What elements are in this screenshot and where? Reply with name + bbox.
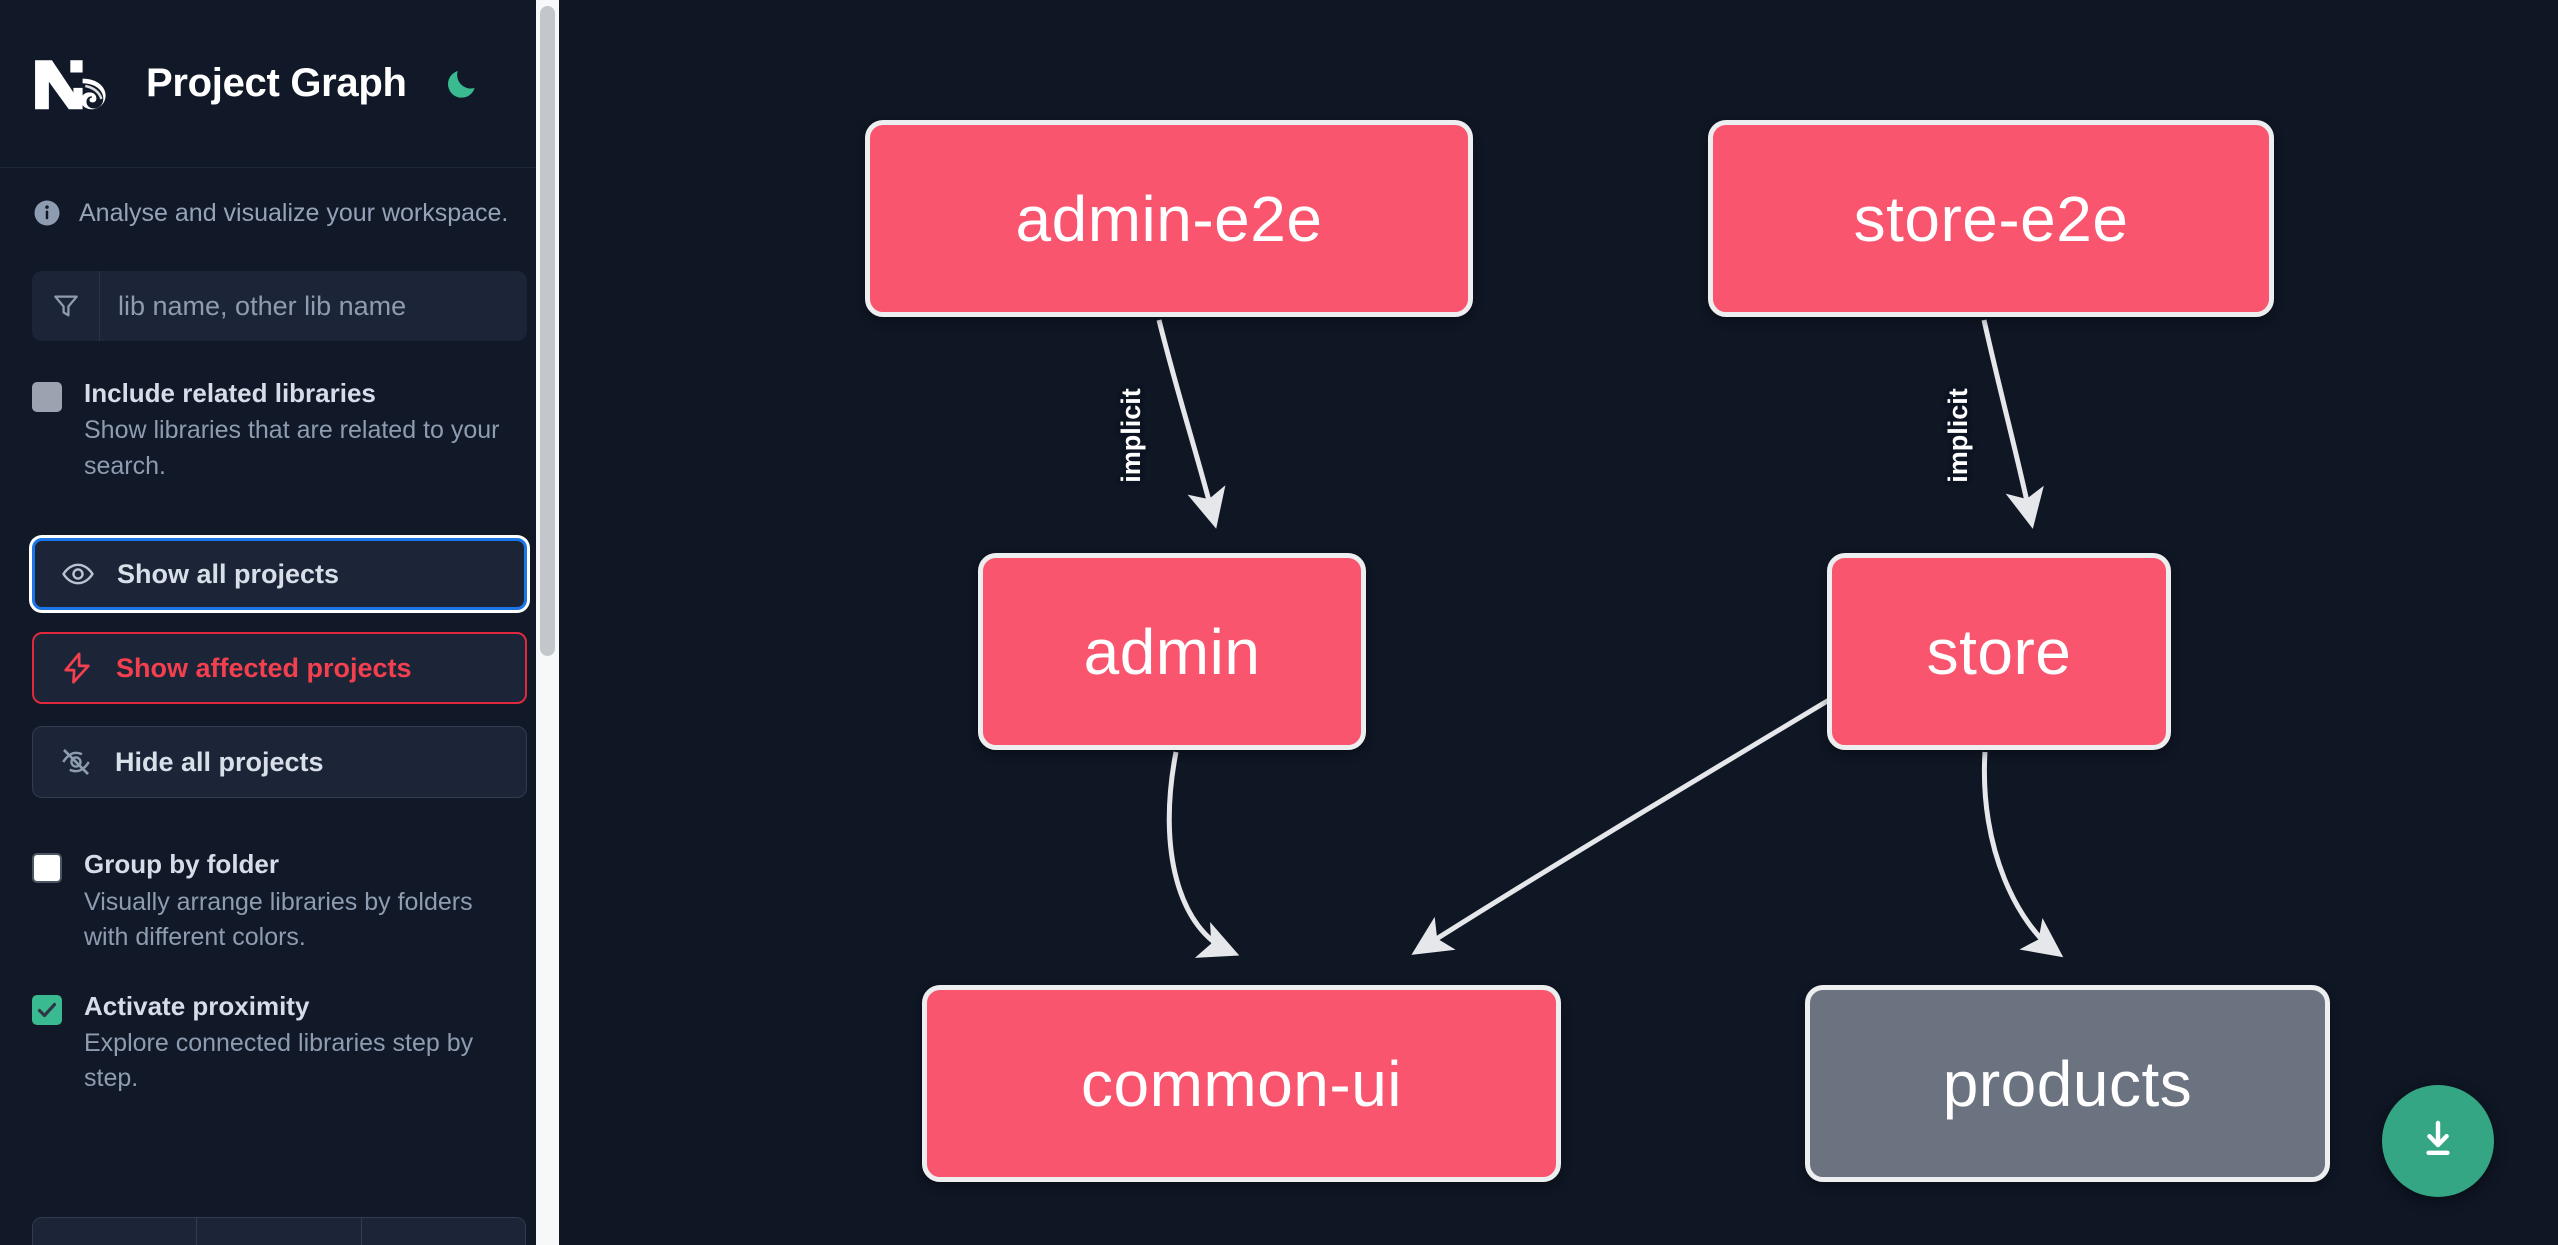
graph-node-admin-e2e[interactable]: admin-e2e <box>865 120 1473 317</box>
checkbox-group-by-folder[interactable] <box>32 853 62 884</box>
option-title: Group by folder <box>84 849 279 880</box>
filter-icon <box>32 271 100 341</box>
node-label: products <box>1942 1047 2193 1120</box>
button-label: Hide all projects <box>115 746 324 777</box>
button-label: Show all projects <box>117 558 340 589</box>
option-description: Show libraries that are related to your … <box>84 416 500 480</box>
project-action-buttons: Show all projects Show affected projects <box>32 538 527 799</box>
download-icon <box>2414 1116 2462 1167</box>
download-button[interactable] <box>2382 1085 2494 1197</box>
search-input[interactable] <box>100 271 527 341</box>
graph-canvas[interactable]: admin-e2e store-e2e admin store common-u… <box>559 0 2558 1245</box>
sidebar-scrollbar-thumb[interactable] <box>540 6 555 656</box>
option-title: Activate proximity <box>84 990 310 1021</box>
show-all-projects-button[interactable]: Show all projects <box>32 538 527 611</box>
segmented-control-partial[interactable] <box>32 1217 526 1245</box>
option-activate-proximity[interactable]: Activate proximity Explore connected lib… <box>0 990 559 1097</box>
button-label: Show affected projects <box>116 652 412 683</box>
option-description: Visually arrange libraries by folders wi… <box>84 887 473 952</box>
graph-node-products[interactable]: products <box>1805 985 2330 1182</box>
option-group-by-folder[interactable]: Group by folder Visually arrange librari… <box>0 848 559 955</box>
moon-icon[interactable] <box>441 63 483 105</box>
graph-edges <box>1156 319 2064 958</box>
page-title: Project Graph <box>146 61 407 105</box>
show-affected-projects-button[interactable]: Show affected projects <box>32 632 527 705</box>
graph-node-admin[interactable]: admin <box>978 553 1366 750</box>
sidebar-scrollbar[interactable] <box>536 0 559 1245</box>
edge-store-products <box>1981 751 2064 958</box>
sidebar-header: Project Graph <box>0 0 559 168</box>
node-label: store-e2e <box>1853 182 2129 255</box>
option-include-related-libraries[interactable]: Include related libraries Show libraries… <box>0 377 559 484</box>
tagline-text: Analyse and visualize your workspace. <box>79 198 509 227</box>
info-icon <box>32 198 62 228</box>
segment-3[interactable] <box>361 1218 525 1245</box>
graph-node-store-e2e[interactable]: store-e2e <box>1708 120 2274 317</box>
bolt-icon <box>60 651 94 685</box>
edge-admin-e2e-admin <box>1156 319 1226 529</box>
checkbox-activate-proximity[interactable] <box>32 994 62 1025</box>
search-box[interactable] <box>32 271 527 341</box>
node-label: store <box>1926 615 2072 688</box>
node-label: admin <box>1083 615 1261 688</box>
nx-logo-icon <box>32 54 124 114</box>
node-label: admin-e2e <box>1015 182 1323 255</box>
segment-1[interactable] <box>33 1218 198 1245</box>
segment-2[interactable] <box>197 1218 362 1245</box>
hide-all-projects-button[interactable]: Hide all projects <box>32 726 527 799</box>
graph-node-store[interactable]: store <box>1827 553 2171 750</box>
option-description: Explore connected libraries step by step… <box>84 1028 474 1093</box>
eye-off-icon <box>59 745 93 779</box>
edge-store-common-ui <box>1411 697 1831 955</box>
node-label: common-ui <box>1080 1047 1403 1120</box>
eye-icon <box>61 557 95 591</box>
sidebar: Project Graph Analyse and visualize your… <box>0 0 559 1245</box>
checkbox-include-related-libraries[interactable] <box>32 382 62 412</box>
edge-admin-common-ui <box>1166 751 1240 958</box>
option-title: Include related libraries <box>84 378 376 408</box>
graph-node-common-ui[interactable]: common-ui <box>922 985 1561 1182</box>
edge-store-e2e-store <box>1981 319 2044 529</box>
tagline: Analyse and visualize your workspace. <box>0 168 559 228</box>
